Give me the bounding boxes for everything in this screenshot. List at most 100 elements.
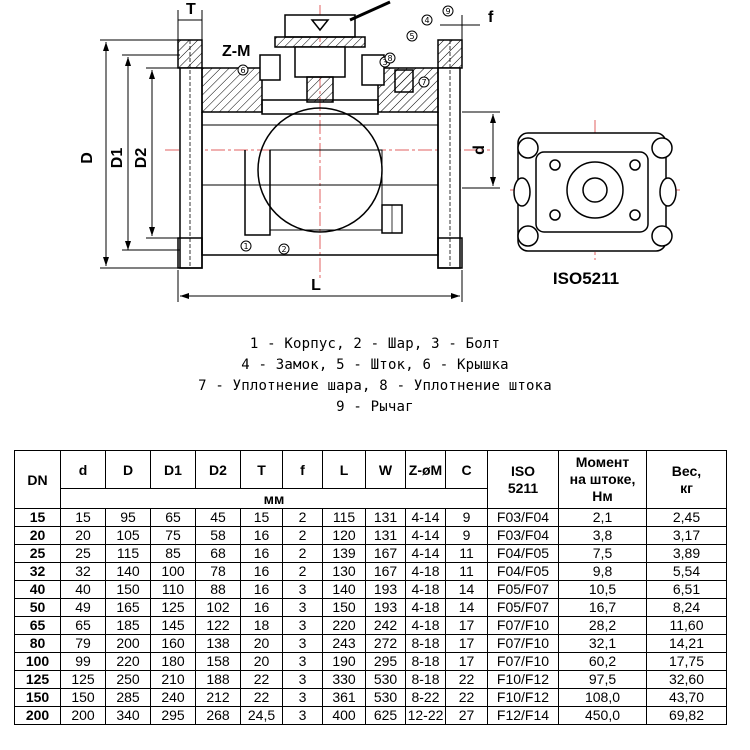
table-cell: 18: [240, 616, 283, 635]
iso-flange-view: [513, 132, 677, 252]
arrowheads: [103, 42, 496, 299]
table-cell: 158: [195, 652, 241, 671]
table-cell: 60,2: [558, 652, 647, 671]
table-cell: 5,54: [646, 562, 727, 581]
table-cell: F03/F04: [487, 526, 559, 545]
valve-drawing: D D1 D2 d L T f Z-M 1 2 3 4 5 6 7 8 9 IS…: [79, 0, 680, 302]
table-cell: 115: [322, 508, 366, 527]
dn-cell: 50: [14, 598, 61, 617]
table-cell: 105: [105, 526, 151, 545]
table-cell: 69,82: [646, 706, 727, 725]
dn-cell: 80: [14, 634, 61, 653]
table-cell: 9: [445, 508, 488, 527]
spec-table: DN d D D1 D2 T f L W Z-øM C ISO 5211 Мом…: [14, 450, 727, 725]
table-cell: 3: [282, 670, 323, 689]
table-cell: 43,70: [646, 688, 727, 707]
table-cell: 102: [195, 598, 241, 617]
table-cell: 268: [195, 706, 241, 725]
stem-assembly: [259, 0, 414, 103]
table-cell: 3: [282, 616, 323, 635]
table-cell: 212: [195, 688, 241, 707]
table-cell: 3: [282, 598, 323, 617]
dim-label-L: L: [311, 277, 321, 294]
table-cell: 17: [445, 634, 488, 653]
table-cell: 220: [322, 616, 366, 635]
table-cell: 340: [105, 706, 151, 725]
table-cell: 17,75: [646, 652, 727, 671]
table-cell: 108,0: [558, 688, 647, 707]
table-cell: 167: [365, 544, 406, 563]
table-cell: 32,60: [646, 670, 727, 689]
legend-line: 9 - Рычаг: [336, 399, 414, 415]
table-cell: 131: [365, 526, 406, 545]
table-cell: 2,45: [646, 508, 727, 527]
table-cell: 99: [60, 652, 106, 671]
table-cell: 15: [240, 508, 283, 527]
table-cell: 22: [445, 670, 488, 689]
table-cell: 330: [322, 670, 366, 689]
table-cell: 185: [105, 616, 151, 635]
table-cell: 3: [282, 652, 323, 671]
dn-cell: 65: [14, 616, 61, 635]
right-flange: [437, 39, 463, 269]
table-cell: 28,2: [558, 616, 647, 635]
table-cell: 140: [322, 580, 366, 599]
table-cell: 193: [365, 598, 406, 617]
table-cell: 625: [365, 706, 406, 725]
table-cell: 14,21: [646, 634, 727, 653]
col-header-z: Z-øM: [405, 450, 446, 489]
col-header-D: D: [105, 450, 151, 489]
table-cell: 3,8: [558, 526, 647, 545]
table-cell: 32: [60, 562, 106, 581]
table-cell: 58: [195, 526, 241, 545]
callout-9: 9: [445, 7, 450, 16]
table-cell: 4-18: [405, 616, 446, 635]
table-cell: 11: [445, 544, 488, 563]
table-cell: 25: [60, 544, 106, 563]
table-cell: 97,5: [558, 670, 647, 689]
dn-cell: 32: [14, 562, 61, 581]
table-cell: 272: [365, 634, 406, 653]
table-cell: 79: [60, 634, 106, 653]
dn-cell: 125: [14, 670, 61, 689]
table-cell: 9,8: [558, 562, 647, 581]
col-header-torque-line: Нм: [592, 488, 613, 504]
table-cell: F07/F10: [487, 652, 559, 671]
table-cell: 400: [322, 706, 366, 725]
table-cell: 3: [282, 688, 323, 707]
table-cell: F12/F14: [487, 706, 559, 725]
dim-label-f: f: [488, 9, 494, 26]
col-header-T: T: [240, 450, 283, 489]
table-cell: 40: [60, 580, 106, 599]
table-cell: 160: [150, 634, 196, 653]
table-cell: 3: [282, 706, 323, 725]
table-cell: 95: [105, 508, 151, 527]
dn-cell: 200: [14, 706, 61, 725]
table-cell: 16: [240, 544, 283, 563]
col-header-D1: D1: [150, 450, 196, 489]
table-cell: 24,5: [240, 706, 283, 725]
table-cell: 10,5: [558, 580, 647, 599]
left-flange: [177, 39, 203, 269]
table-cell: 193: [365, 580, 406, 599]
table-cell: 22: [445, 688, 488, 707]
table-cell: 9: [445, 526, 488, 545]
table-cell: 3,89: [646, 544, 727, 563]
col-header-D2: D2: [195, 450, 241, 489]
table-cell: F07/F10: [487, 616, 559, 635]
col-header-iso-line: ISO: [510, 462, 536, 479]
table-cell: 8-18: [405, 634, 446, 653]
table-cell: 27: [445, 706, 488, 725]
unit-header: мм: [60, 488, 488, 509]
table-cell: 150: [322, 598, 366, 617]
legend-line: 7 - Уплотнение шара, 8 - Уплотнение шток…: [198, 378, 552, 394]
table-cell: 139: [322, 544, 366, 563]
table-cell: 115: [105, 544, 151, 563]
